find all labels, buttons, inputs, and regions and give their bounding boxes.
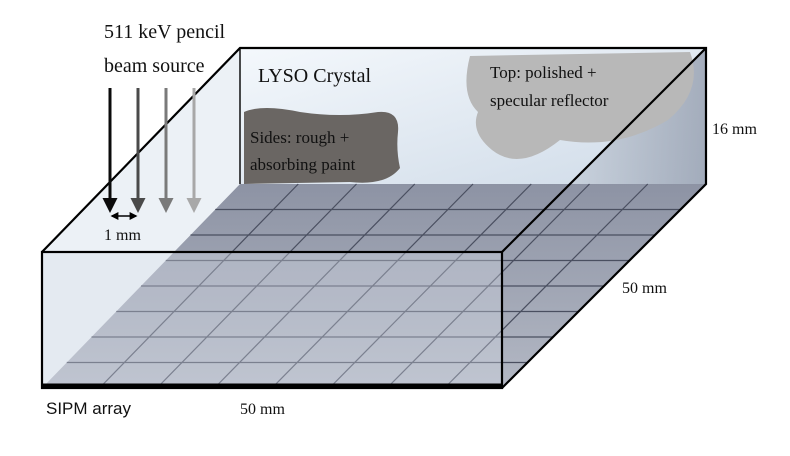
source-label-line2: beam source [104,55,205,77]
top-reflector-patch [466,52,694,159]
depth-dimension-label: 50 mm [622,280,667,297]
pitch-label: 1 mm [104,227,141,244]
sipm-grid-lines [66,183,681,389]
side-surface-label-line2: absorbing paint [250,155,356,174]
grid-line-depth [386,183,590,389]
side-absorber-patch [244,108,400,184]
width-dimension-label: 50 mm [240,401,285,418]
grid-line-depth [329,183,532,389]
top-surface-label-line1: Top: polished + [490,63,597,82]
side-surface-label-line1: Sides: rough + [250,128,349,147]
source-label-line1: 511 keV pencil [104,21,226,43]
top-surface-label-line2: specular reflector [490,91,609,110]
crystal-front-face [42,252,502,388]
crystal-name-label: LYSO Crystal [258,65,371,87]
beam-arrows [102,88,202,213]
crystal-left-face [42,48,240,388]
grid-line-depth [444,183,649,389]
sipm-array-label: SIPM array [46,399,132,418]
height-dimension-label: 16 mm [712,121,757,138]
